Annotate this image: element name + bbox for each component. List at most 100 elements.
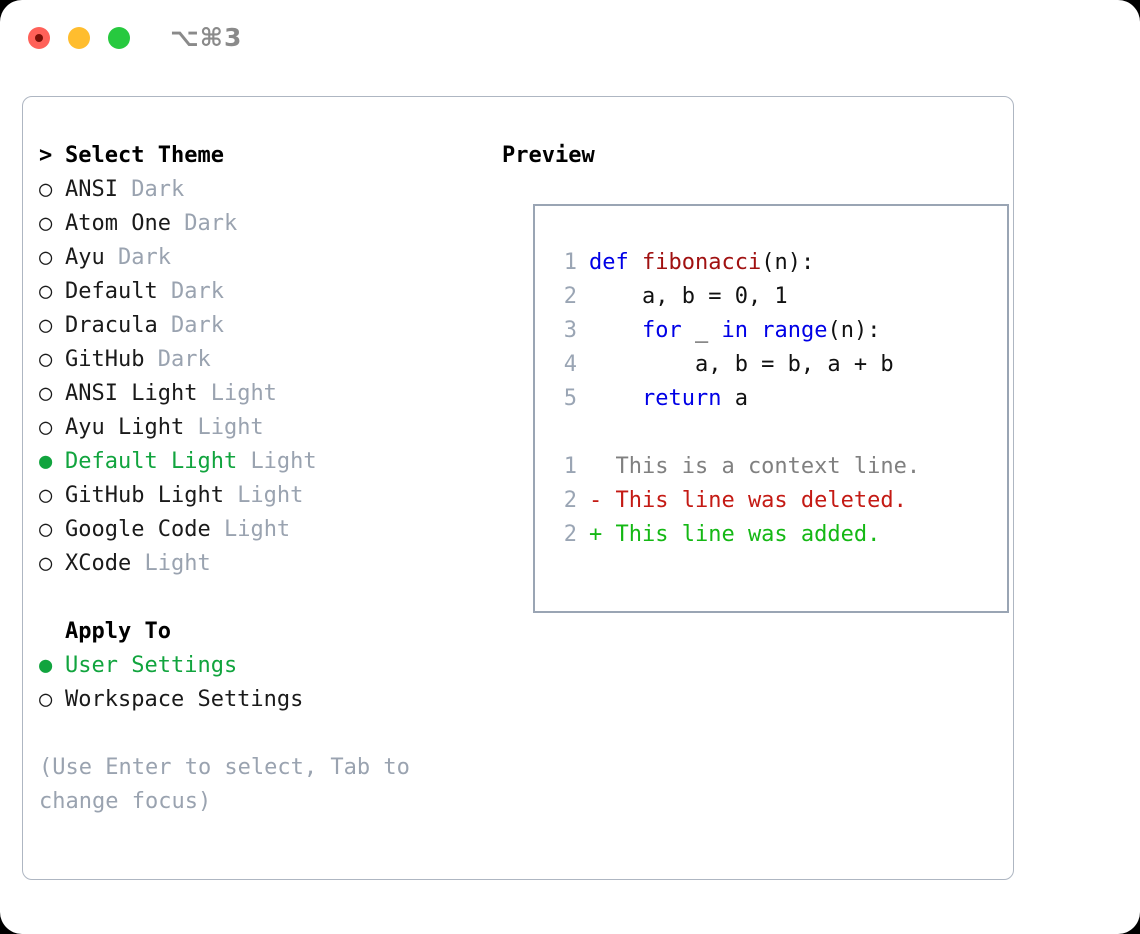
line-number: 4 [563, 352, 577, 377]
diff-line: 2 - This line was deleted. [551, 484, 920, 518]
theme-list-item[interactable]: ○ GitHub Dark [39, 343, 479, 377]
code-line: 3 for _ in range(n): [551, 314, 920, 348]
line-number: 2 [563, 522, 577, 547]
radio-unselected-icon: ○ [39, 687, 53, 712]
radio-unselected-icon: ○ [39, 279, 53, 304]
keyboard-hint-text: (Use Enter to select, Tab to change focu… [39, 755, 410, 814]
radio-unselected-icon: ○ [39, 347, 53, 372]
line-number: 1 [563, 250, 577, 275]
code-token: (n): [827, 318, 881, 343]
theme-name-label: Google Code [65, 517, 224, 542]
theme-name-label: Default Light [65, 449, 251, 474]
code-token [589, 386, 642, 411]
line-number: 2 [563, 488, 577, 513]
radio-unselected-icon: ○ [39, 517, 53, 542]
theme-list-item[interactable]: ○ ANSI Dark [39, 173, 479, 207]
radio-unselected-icon: ○ [39, 177, 53, 202]
theme-variant-tag: Light [237, 483, 304, 508]
theme-list-item[interactable]: ○Ayu Dark [39, 241, 479, 275]
theme-list-item[interactable]: ●Default Light Light [39, 445, 479, 479]
apply-to-list: ● User Settings ○Workspace Settings [39, 649, 479, 717]
code-token [589, 318, 642, 343]
apply-to-item[interactable]: ○Workspace Settings [39, 683, 479, 717]
hint-spacer [39, 717, 479, 751]
theme-variant-tag: Light [223, 517, 291, 542]
maximize-window-button[interactable] [108, 27, 130, 49]
theme-list-item[interactable]: ○ Atom One Dark [39, 207, 479, 241]
minimize-window-button[interactable] [68, 27, 90, 49]
theme-list-item[interactable]: ○Default Dark [39, 275, 479, 309]
theme-variant-tag: Dark [184, 211, 238, 236]
code-token: return [641, 386, 722, 411]
code-token: _ [681, 318, 722, 343]
preview-title: Preview [502, 143, 595, 168]
theme-list-item[interactable]: ○ Google Code Light [39, 513, 479, 547]
line-number: 2 [563, 284, 577, 309]
diff-text: + This line was added. [589, 522, 881, 547]
code-token: (n): [761, 250, 815, 275]
radio-unselected-icon: ○ [39, 211, 53, 236]
theme-name-label: Ayu [65, 245, 118, 270]
code-token: in [721, 318, 748, 343]
close-window-button[interactable] [28, 27, 50, 49]
radio-unselected-icon: ○ [39, 483, 53, 508]
diff-text: - This line was deleted. [589, 488, 907, 513]
theme-name-label: ANSI Light [65, 381, 211, 406]
theme-name-label: ANSI [65, 177, 132, 202]
theme-list-item[interactable]: ○ Ayu Light Light [39, 411, 479, 445]
code-token: a, b = 0, 1 [589, 284, 788, 309]
code-line: 4 a, b = b, a + b [551, 348, 920, 382]
code-line: 1 def fibonacci(n): [551, 246, 920, 280]
code-token: def [589, 250, 642, 275]
radio-unselected-icon: ○ [39, 313, 53, 338]
prompt-caret-icon: > [39, 143, 53, 168]
code-token [748, 318, 761, 343]
code-line: 2 a, b = 0, 1 [551, 280, 920, 314]
theme-selection-column: > Select Theme ○ANSI Dark○Atom One Dark○… [39, 139, 479, 819]
diff-text: This is a context line. [589, 454, 921, 479]
theme-variant-tag: Light [144, 551, 211, 576]
code-token: range [761, 318, 828, 343]
theme-list-item[interactable]: ○ GitHub Light Light [39, 479, 479, 513]
theme-variant-tag: Dark [170, 279, 224, 304]
code-token: fibonacci [641, 250, 762, 275]
theme-name-label: Dracula [65, 313, 171, 338]
theme-name-label: XCode [65, 551, 145, 576]
theme-picker-panel: > Select Theme ○ANSI Dark○Atom One Dark○… [22, 96, 1014, 880]
theme-name-label: Atom One [65, 211, 185, 236]
diff-line: 1 This is a context line. [551, 450, 920, 484]
select-theme-header: > Select Theme [39, 139, 479, 173]
code-token: for [641, 318, 682, 343]
theme-name-label: GitHub Light [65, 483, 238, 508]
line-number: 1 [563, 454, 577, 479]
theme-list-item[interactable]: ○Dracula Dark [39, 309, 479, 343]
radio-selected-icon: ● [39, 653, 53, 678]
theme-variant-tag: Dark [131, 177, 185, 202]
theme-variant-tag: Light [250, 449, 317, 474]
theme-list-item[interactable]: ○ANSI Light Light [39, 377, 479, 411]
keyboard-shortcut-label: ⌥⌘3 [170, 23, 243, 52]
radio-unselected-icon: ○ [39, 415, 53, 440]
theme-variant-tag: Dark [117, 245, 171, 270]
code-blank-line [551, 416, 920, 450]
code-token: a [721, 386, 748, 411]
code-line: 5 return a [551, 382, 920, 416]
theme-name-label: Ayu Light [65, 415, 198, 440]
theme-variant-tag: Dark [157, 347, 211, 372]
radio-unselected-icon: ○ [39, 551, 53, 576]
theme-list-item[interactable]: ○ XCode Light [39, 547, 479, 581]
code-token: a, b = b, a + b [589, 352, 894, 377]
diff-line: 2 + This line was added. [551, 518, 920, 552]
theme-list: ○ANSI Dark○Atom One Dark○Ayu Dark○Defaul… [39, 173, 479, 581]
title-bar: ⌥⌘3 [0, 0, 1140, 78]
line-number: 5 [563, 386, 577, 411]
apply-to-header: Apply To [39, 615, 479, 649]
theme-variant-tag: Light [210, 381, 277, 406]
theme-variant-tag: Light [197, 415, 264, 440]
apply-to-item[interactable]: ● User Settings [39, 649, 479, 683]
apply-to-label: User Settings [65, 653, 238, 678]
theme-name-label: GitHub [65, 347, 158, 372]
